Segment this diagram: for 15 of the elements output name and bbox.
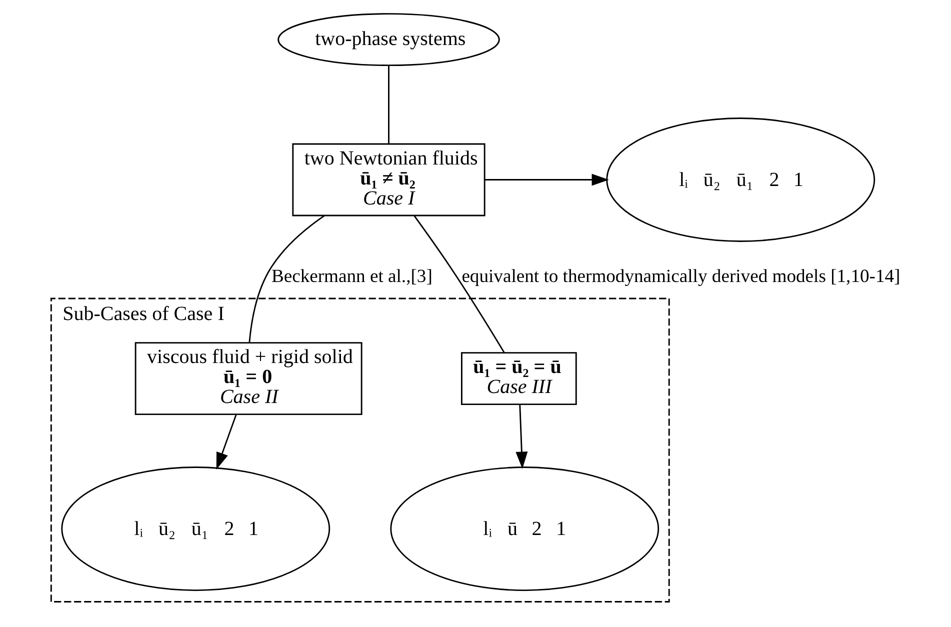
connector bbox=[413, 215, 504, 354]
edge-label: equivalent to thermodynamically derived models [1,10-14] bbox=[461, 266, 900, 287]
connector bbox=[388, 66, 389, 144]
node-ellipse: lᵢ ū₂ ū₁ 2 1 bbox=[606, 118, 875, 242]
edge-label: Beckermann et al.,[3] bbox=[270, 266, 432, 287]
node-box: ū₁ = ū₂ = ū Case III bbox=[460, 352, 576, 406]
node-box: viscous fluid + rigid solid ū₁ = 0 Case II bbox=[134, 342, 362, 416]
arrow bbox=[484, 174, 608, 186]
node-ellipse: two-phase systems bbox=[277, 13, 500, 66]
connector bbox=[248, 214, 324, 343]
node-box: two Newtonian fluids ū₁ ≠ ū₂ Case I bbox=[292, 143, 485, 216]
node-ellipse: lᵢ ū₂ ū₁ 2 1 bbox=[60, 466, 330, 591]
node-ellipse: lᵢ ū 2 1 bbox=[390, 466, 659, 591]
arrow bbox=[216, 414, 236, 470]
arrow bbox=[515, 404, 528, 469]
